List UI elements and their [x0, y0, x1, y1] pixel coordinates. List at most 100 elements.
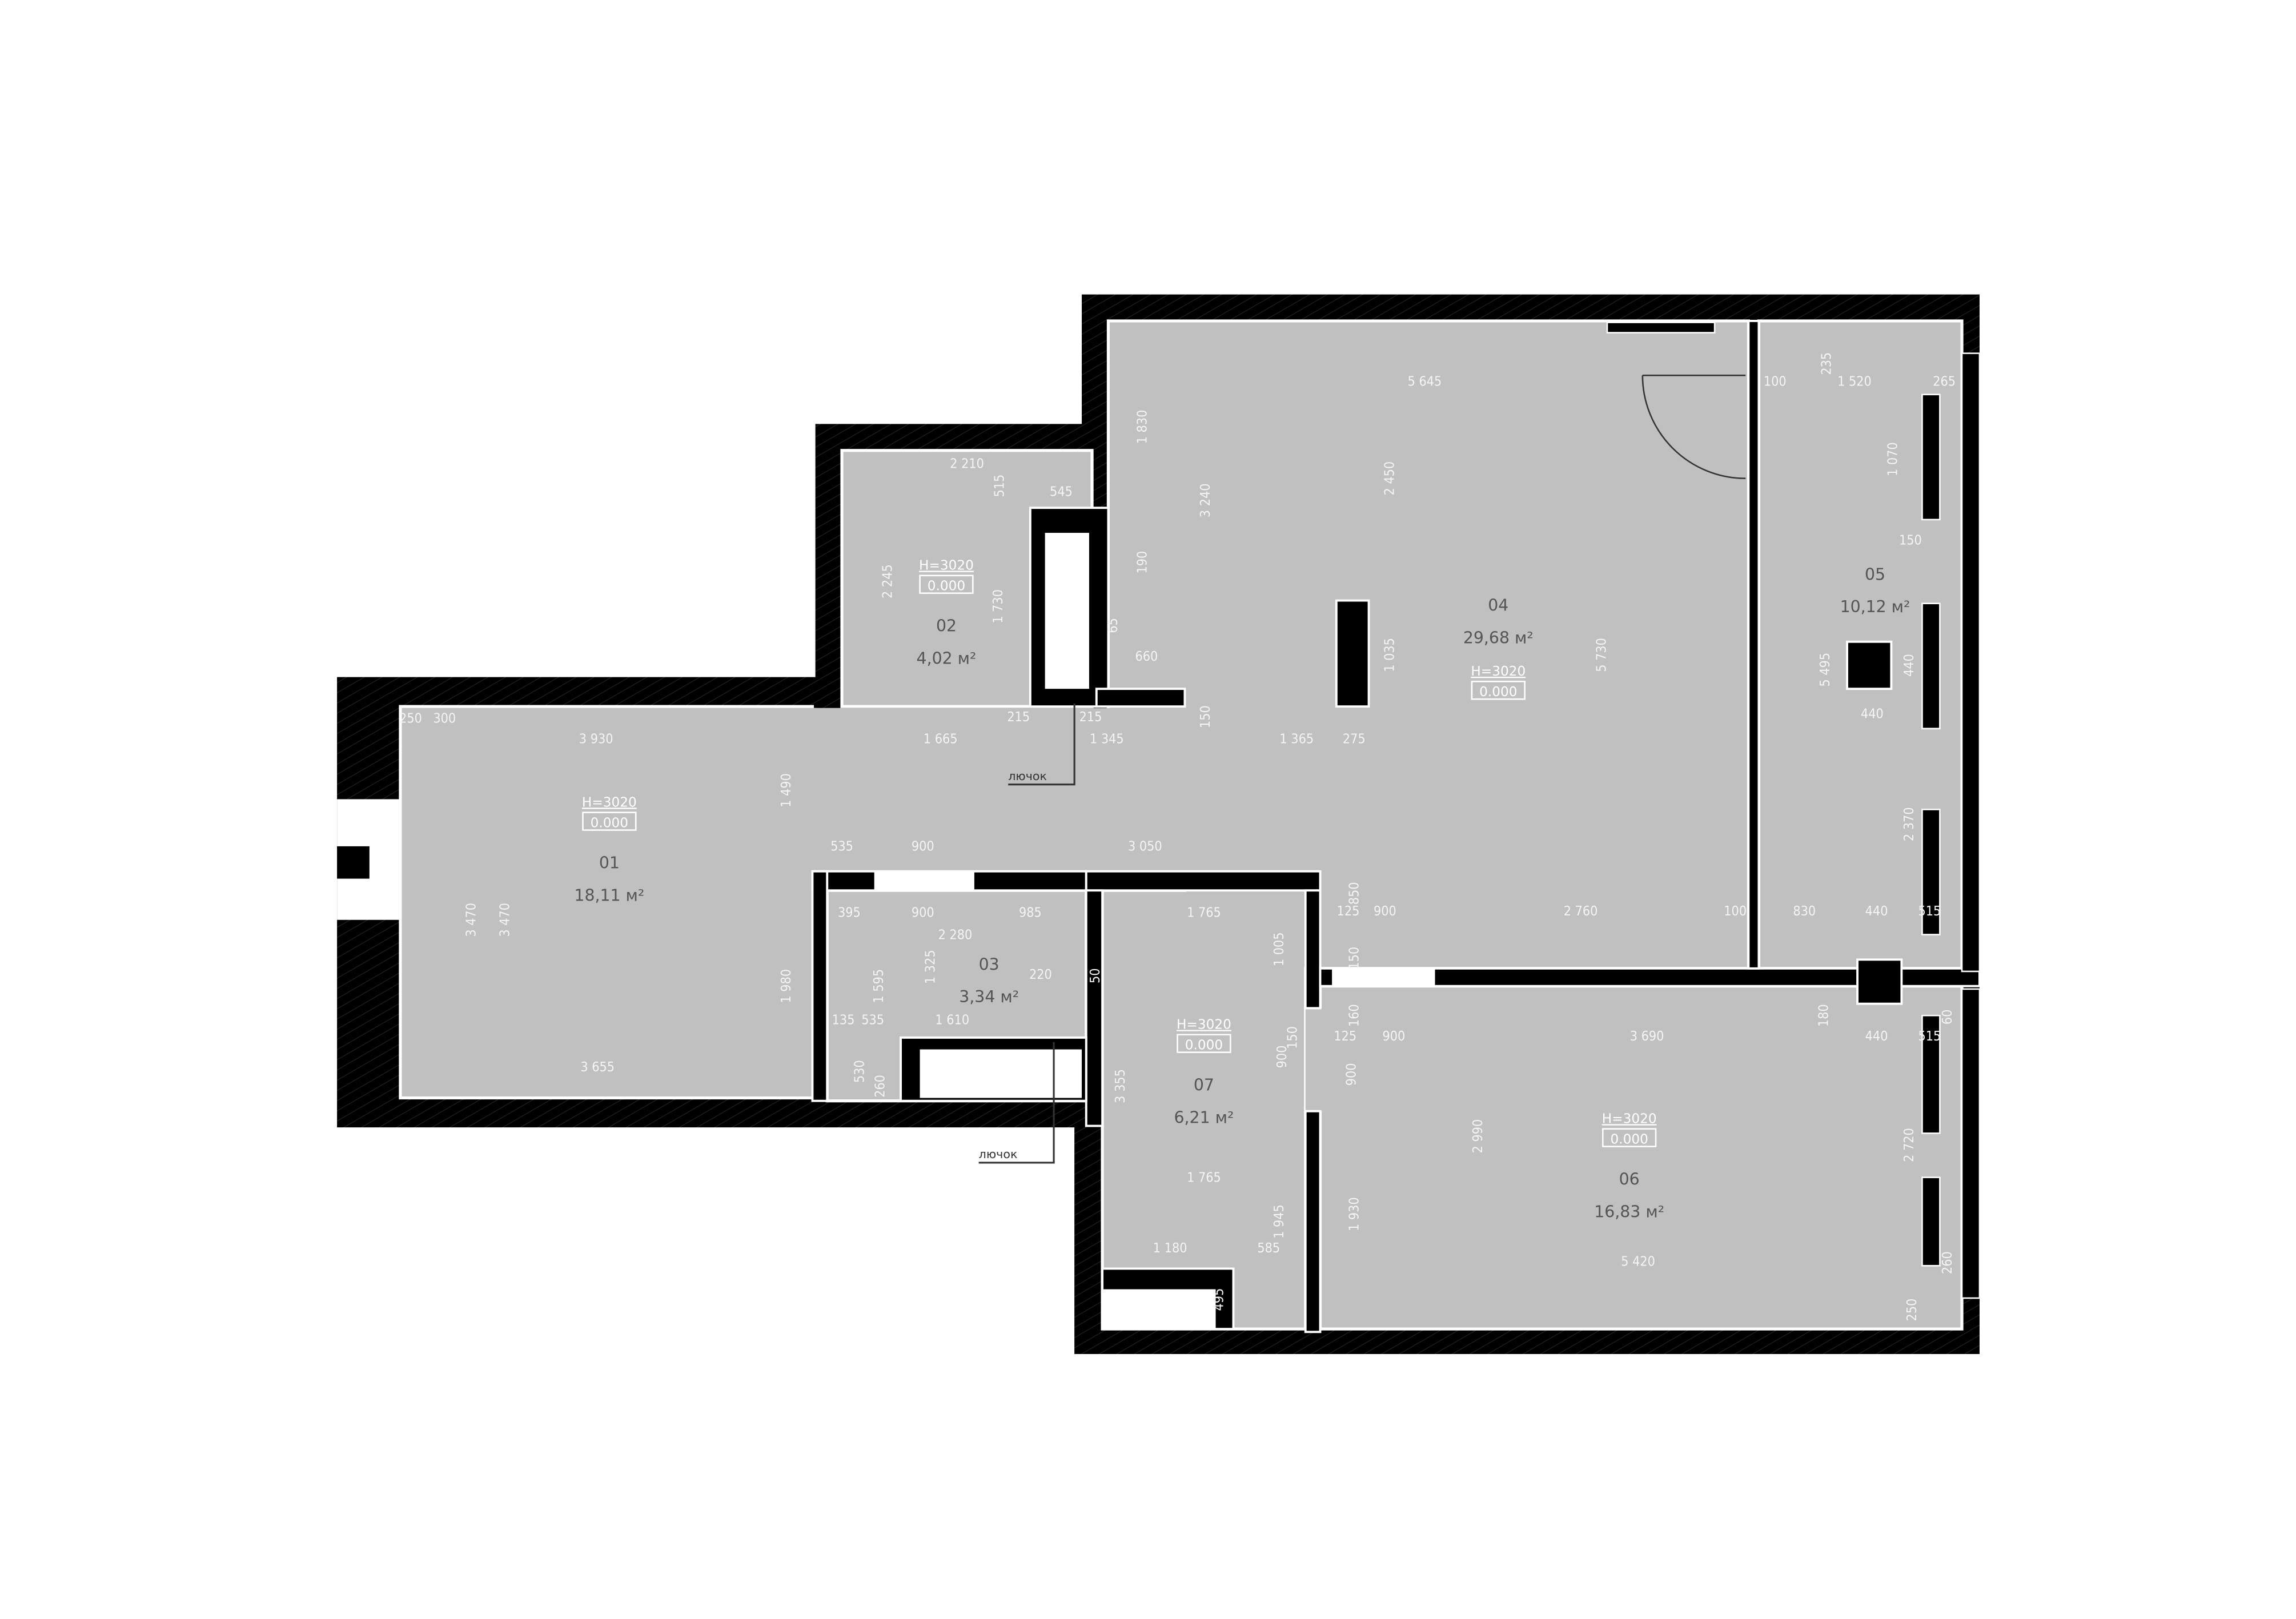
dimension-label: 545	[1050, 484, 1073, 500]
dimension-label: 440	[1865, 903, 1888, 919]
dimension-label: 1 765	[1187, 905, 1221, 921]
dimension-label: 1 180	[1153, 1240, 1187, 1256]
room-number: 03	[979, 955, 1000, 974]
room-area: 6,21 м²	[1174, 1108, 1234, 1127]
dimension-label: 1 945	[1271, 1204, 1287, 1239]
dimension-label: 3 470	[497, 903, 513, 937]
dimension-label: 250	[1904, 1299, 1920, 1321]
room-area: 16,83 м²	[1594, 1202, 1664, 1221]
dimension-label: 3 240	[1198, 483, 1213, 517]
dimension-label: 150	[1198, 705, 1213, 728]
dimension-label: 135	[832, 1013, 855, 1028]
dimension-label: 3 930	[579, 732, 613, 747]
dimension-label: 1 595	[871, 969, 886, 1003]
dimension-label: 100	[1724, 903, 1747, 919]
ceiling-height: H=3020	[1177, 1017, 1231, 1032]
level-box	[919, 575, 974, 594]
dimension-label: 1 980	[778, 969, 794, 1003]
dimension-label: 900	[912, 905, 934, 921]
dimension-label: 60	[1940, 1010, 1955, 1025]
floor-level: 0.000	[1610, 1131, 1648, 1147]
room-number: 07	[1194, 1076, 1214, 1095]
dimension-label: 3 690	[1630, 1029, 1664, 1044]
door-swing-04	[1641, 375, 1746, 479]
level-box	[582, 811, 637, 831]
dimension-label: 260	[1940, 1251, 1955, 1274]
dimension-label: 660	[1135, 649, 1158, 664]
entrance-door-block	[337, 846, 370, 879]
dimension-label: 850	[1347, 882, 1362, 905]
dimension-label: 2 760	[1564, 903, 1598, 919]
dimension-label: 2 210	[950, 456, 984, 472]
level-box	[1177, 1034, 1231, 1053]
dimension-label: 150	[1899, 533, 1922, 548]
hatch-leaders	[978, 703, 1075, 1164]
ceiling-height: H=3020	[582, 794, 637, 810]
dimension-label: 5 730	[1593, 638, 1609, 672]
floor-level: 0.000	[1185, 1038, 1223, 1053]
floor-level: 0.000	[591, 815, 628, 830]
dimension-label: 3 470	[463, 903, 479, 937]
door-opening-06	[1332, 968, 1435, 986]
dimension-label: 220	[1029, 967, 1052, 982]
dimension-label: 900	[1343, 1063, 1359, 1086]
dimension-label: 1 665	[924, 732, 958, 747]
ceiling-height: H=3020	[1471, 664, 1526, 679]
dimension-label: 125	[1334, 1029, 1356, 1044]
dimension-label: 1 365	[1279, 732, 1314, 747]
dimension-label: 495	[1211, 1288, 1226, 1311]
dimension-label: 5 645	[1408, 373, 1442, 389]
dimension-label: 125	[1337, 903, 1360, 919]
column-05	[1846, 640, 1893, 690]
dimension-label: 2 370	[1901, 807, 1917, 841]
radiators	[1606, 322, 1981, 1299]
dimension-label: 1 345	[1090, 732, 1124, 747]
dimension-label: 215	[1079, 709, 1102, 725]
dimension-label: 515	[1918, 903, 1941, 919]
dimension-label: 900	[1382, 1029, 1405, 1044]
door-opening-03	[874, 871, 974, 891]
floor-level: 0.000	[1479, 684, 1517, 700]
dimension-label: 1 520	[1837, 373, 1872, 389]
ceiling-height: H=3020	[919, 557, 974, 573]
dimension-label: 265	[1933, 373, 1956, 389]
dimension-label: 215	[1007, 709, 1030, 725]
dimension-label: 1 005	[1271, 932, 1287, 966]
dimension-label: 440	[1901, 654, 1917, 677]
dimension-label: 900	[1274, 1046, 1290, 1068]
dimension-label: 1 610	[935, 1013, 969, 1028]
dimension-label: 160	[1347, 1004, 1362, 1027]
dimension-label: 530	[852, 1060, 868, 1083]
room-number: 05	[1865, 565, 1885, 584]
dimension-label: 1 765	[1187, 1170, 1221, 1185]
dimension-label: 395	[838, 905, 861, 921]
column-04	[1335, 599, 1370, 708]
dimension-label: 5 420	[1621, 1254, 1655, 1269]
room-area: 29,68 м²	[1463, 628, 1534, 647]
ceiling-height: H=3020	[1602, 1111, 1657, 1126]
level-box	[1601, 1128, 1657, 1147]
dimension-label: 1 490	[778, 773, 794, 808]
room-06	[1318, 985, 1964, 1331]
dimension-label: 180	[1816, 1004, 1832, 1027]
dimension-label: 1 730	[990, 589, 1006, 624]
room-area: 10,12 м²	[1840, 597, 1910, 616]
room-number: 01	[599, 854, 620, 873]
dimension-label: 440	[1861, 706, 1884, 722]
dimension-label: 830	[1793, 903, 1816, 919]
dimension-label: 3 050	[1128, 839, 1162, 854]
dimension-label: 535	[861, 1013, 884, 1028]
dimension-label: 1 070	[1885, 442, 1901, 476]
dimension-label: 440	[1865, 1029, 1888, 1044]
dimension-label: 900	[1374, 903, 1396, 919]
room-number: 04	[1488, 596, 1508, 615]
dimension-label: 2 450	[1382, 461, 1397, 496]
dimension-label: 985	[1019, 905, 1042, 921]
dimension-label: 65	[1105, 618, 1121, 633]
dimension-label: 250	[399, 710, 422, 726]
dimension-label: 260	[873, 1075, 888, 1098]
room-number: 06	[1619, 1170, 1640, 1189]
dimension-label: 1 035	[1382, 638, 1397, 672]
